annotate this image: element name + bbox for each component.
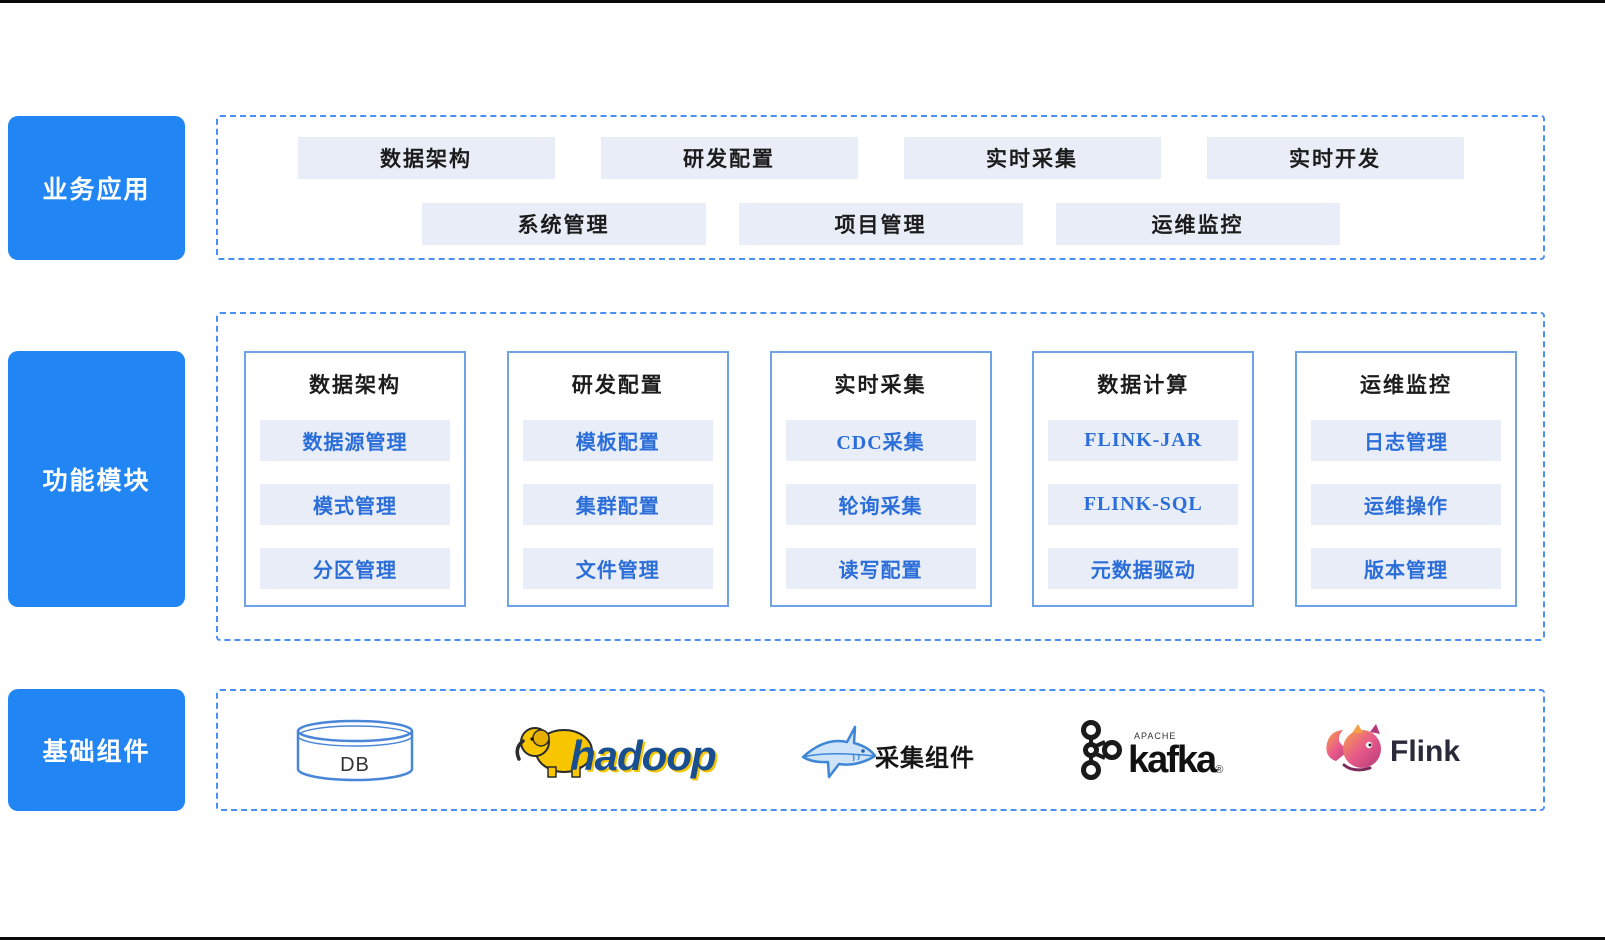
module-column-dev-config: 研发配置 模板配置 集群配置 文件管理 xyxy=(506,351,729,607)
hadoop-logo: hadoop xyxy=(512,715,717,779)
flink-squirrel-icon xyxy=(1326,724,1381,772)
module-item: 模板配置 xyxy=(522,420,713,461)
collector-label: 采集组件 xyxy=(875,745,975,772)
section-label-business-apps: 业务应用 xyxy=(8,116,185,260)
module-item: 分区管理 xyxy=(260,548,450,589)
module-item: 数据源管理 xyxy=(260,420,450,461)
module-column-data-compute: 数据计算 FLINK-JAR FLINK-SQL 元数据驱动 xyxy=(1032,351,1255,607)
module-column-ops-monitor: 运维监控 日志管理 运维操作 版本管理 xyxy=(1295,351,1517,607)
module-item: 日志管理 xyxy=(1311,420,1501,461)
module-item: FLINK-SQL xyxy=(1048,484,1239,525)
database-cylinder-icon xyxy=(296,719,414,782)
flink-wordmark: Flink xyxy=(1390,735,1461,768)
module-item: 文件管理 xyxy=(522,548,713,589)
section-label-function-modules: 功能模块 xyxy=(8,351,185,607)
db-label: DB xyxy=(340,754,370,776)
module-item: 集群配置 xyxy=(522,484,713,525)
business-apps-row-1: 数据架构 研发配置 实时采集 实时开发 xyxy=(218,137,1543,179)
kafka-icon xyxy=(1081,720,1122,780)
business-app-ops-monitor: 运维监控 xyxy=(1055,203,1340,245)
kafka-wordmark: kafka xyxy=(1128,739,1217,781)
module-item: 元数据驱动 xyxy=(1048,548,1239,589)
business-app-dev-config: 研发配置 xyxy=(600,137,858,179)
business-apps-row-2: 系统管理 项目管理 运维监控 xyxy=(218,203,1543,245)
module-item: FLINK-JAR xyxy=(1048,420,1239,461)
module-item: 轮询采集 xyxy=(785,484,976,525)
base-components-box: DB hadoop 采集组件 xyxy=(216,689,1545,811)
business-apps-box: 数据架构 研发配置 实时采集 实时开发 系统管理 项目管理 运维监控 xyxy=(216,115,1545,260)
module-title: 数据计算 xyxy=(1097,373,1190,397)
shark-icon xyxy=(801,725,877,779)
section-label-base-components: 基础组件 xyxy=(8,689,185,811)
module-item: 版本管理 xyxy=(1311,548,1501,589)
hadoop-elephant-icon xyxy=(515,727,593,778)
business-app-data-architecture: 数据架构 xyxy=(297,137,555,179)
module-title: 数据架构 xyxy=(309,373,401,397)
module-title: 研发配置 xyxy=(571,373,664,397)
module-cards: 数据架构 数据源管理 模式管理 分区管理 研发配置 模板配置 集群配置 文件管理… xyxy=(244,351,1517,607)
module-column-data-architecture: 数据架构 数据源管理 模式管理 分区管理 xyxy=(244,351,466,607)
business-app-project-mgmt: 项目管理 xyxy=(738,203,1023,245)
module-item: 读写配置 xyxy=(785,548,976,589)
kafka-registered-mark: ® xyxy=(1215,764,1224,776)
module-item: CDC采集 xyxy=(785,420,976,461)
module-item: 运维操作 xyxy=(1311,484,1501,525)
module-column-realtime-collect: 实时采集 CDC采集 轮询采集 读写配置 xyxy=(769,351,992,607)
hadoop-wordmark: hadoop xyxy=(570,732,717,779)
collector-logo: 采集组件 xyxy=(797,721,975,781)
module-title: 实时采集 xyxy=(834,373,927,397)
business-app-realtime-dev: 实时开发 xyxy=(1206,137,1464,179)
business-app-system-mgmt: 系统管理 xyxy=(421,203,706,245)
flink-logo: Flink xyxy=(1322,717,1460,777)
kafka-apache-label: APACHE xyxy=(1134,731,1177,741)
db-logo: DB xyxy=(296,719,414,783)
module-title: 运维监控 xyxy=(1360,373,1452,397)
function-modules-box: 数据架构 数据源管理 模式管理 分区管理 研发配置 模板配置 集群配置 文件管理… xyxy=(216,312,1545,641)
business-app-realtime-collect: 实时采集 xyxy=(903,137,1161,179)
kafka-logo: APACHE kafka ® xyxy=(1076,719,1223,781)
module-item: 模式管理 xyxy=(260,484,450,525)
